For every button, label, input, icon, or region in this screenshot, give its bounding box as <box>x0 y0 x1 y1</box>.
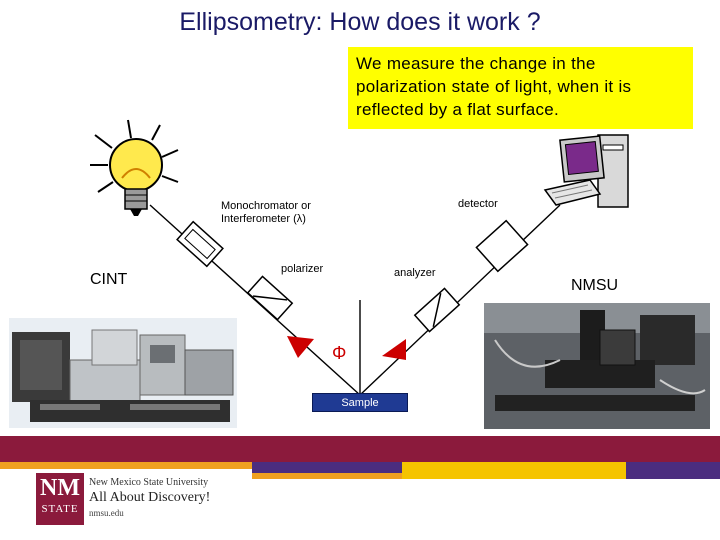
slogan: All About Discovery! <box>89 490 211 505</box>
monochromator-element <box>176 220 224 268</box>
sample-label: Sample <box>312 393 408 412</box>
university-url: nmsu.edu <box>89 508 124 518</box>
analyzer-label: analyzer <box>394 267 436 279</box>
analyzer-element <box>413 287 461 333</box>
monochromator-label-line1: Monochromator or <box>221 200 311 212</box>
explanation-callout: We measure the change in the polarizatio… <box>348 47 693 129</box>
red-angle-arrow-left <box>287 336 314 358</box>
detector-element <box>475 219 529 273</box>
incidence-angle-symbol: Φ <box>332 343 347 363</box>
cint-instrument-photo <box>9 318 237 428</box>
nmsu-instrument-photo <box>484 303 710 429</box>
nmsu-logo-block <box>36 473 84 525</box>
footer-color-band <box>0 436 720 479</box>
polarizer-label: polarizer <box>281 263 324 275</box>
logo-nm: NM <box>40 475 80 501</box>
cint-label: CINT <box>90 271 128 288</box>
red-angle-arrow-right <box>382 339 406 360</box>
page-title: Ellipsometry: How does it work ? <box>179 8 541 36</box>
monochromator-label-line2: Interferometer (λ) <box>221 213 306 225</box>
nmsu-label: NMSU <box>571 277 619 294</box>
light-bulb-icon <box>90 119 179 216</box>
university-name: New Mexico State University <box>89 477 209 488</box>
polarizer-element <box>246 275 294 321</box>
monochromator-label: Monochromator or Interferometer (λ) <box>221 200 311 226</box>
logo-state: STATE <box>41 503 79 515</box>
computer-icon <box>543 134 629 208</box>
detector-label: detector <box>458 198 498 210</box>
